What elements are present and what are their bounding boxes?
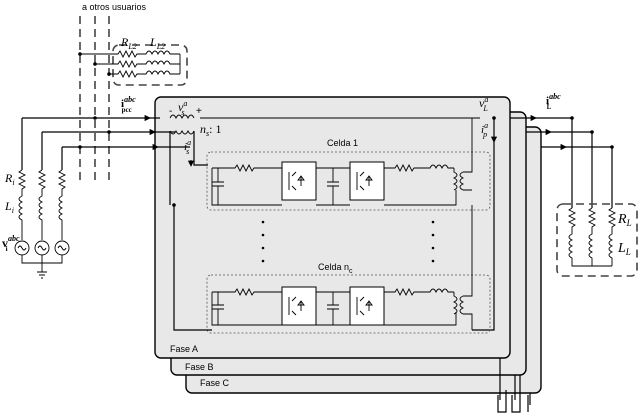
other-users-bus: a otros usuarios bbox=[79, 2, 147, 185]
rl2-label: RL2 bbox=[120, 35, 137, 51]
phase-a-panel: Fase A bbox=[154, 96, 511, 359]
phase-c-label: Fase C bbox=[200, 378, 230, 388]
cell-bus-left bbox=[173, 205, 212, 331]
vs-minus: - bbox=[169, 106, 172, 117]
cell-1-label: Celda 1 bbox=[327, 138, 358, 148]
other-users-label: a otros usuarios bbox=[82, 2, 147, 12]
li-label: Li bbox=[4, 199, 14, 215]
vs-plus: + bbox=[196, 106, 202, 117]
cell-1: Celda 1 bbox=[206, 118, 491, 211]
ll-label: LL bbox=[617, 241, 631, 257]
phase-a-label: Fase A bbox=[170, 344, 198, 354]
cell-ellipsis bbox=[261, 220, 435, 263]
cell-n-label: Celda nc bbox=[318, 262, 353, 275]
cell-n: Celda nc bbox=[206, 205, 491, 334]
phase-b-label: Fase B bbox=[185, 362, 214, 372]
ll2-label: LL2 bbox=[149, 35, 165, 51]
line-impedance-group: RL2 LL2 bbox=[78, 35, 188, 86]
rl-label: RL bbox=[617, 212, 632, 228]
ns-label: ns: 1 bbox=[200, 122, 221, 138]
ri-label: Ri bbox=[4, 171, 15, 187]
load-impedance: RL LL bbox=[556, 203, 638, 277]
